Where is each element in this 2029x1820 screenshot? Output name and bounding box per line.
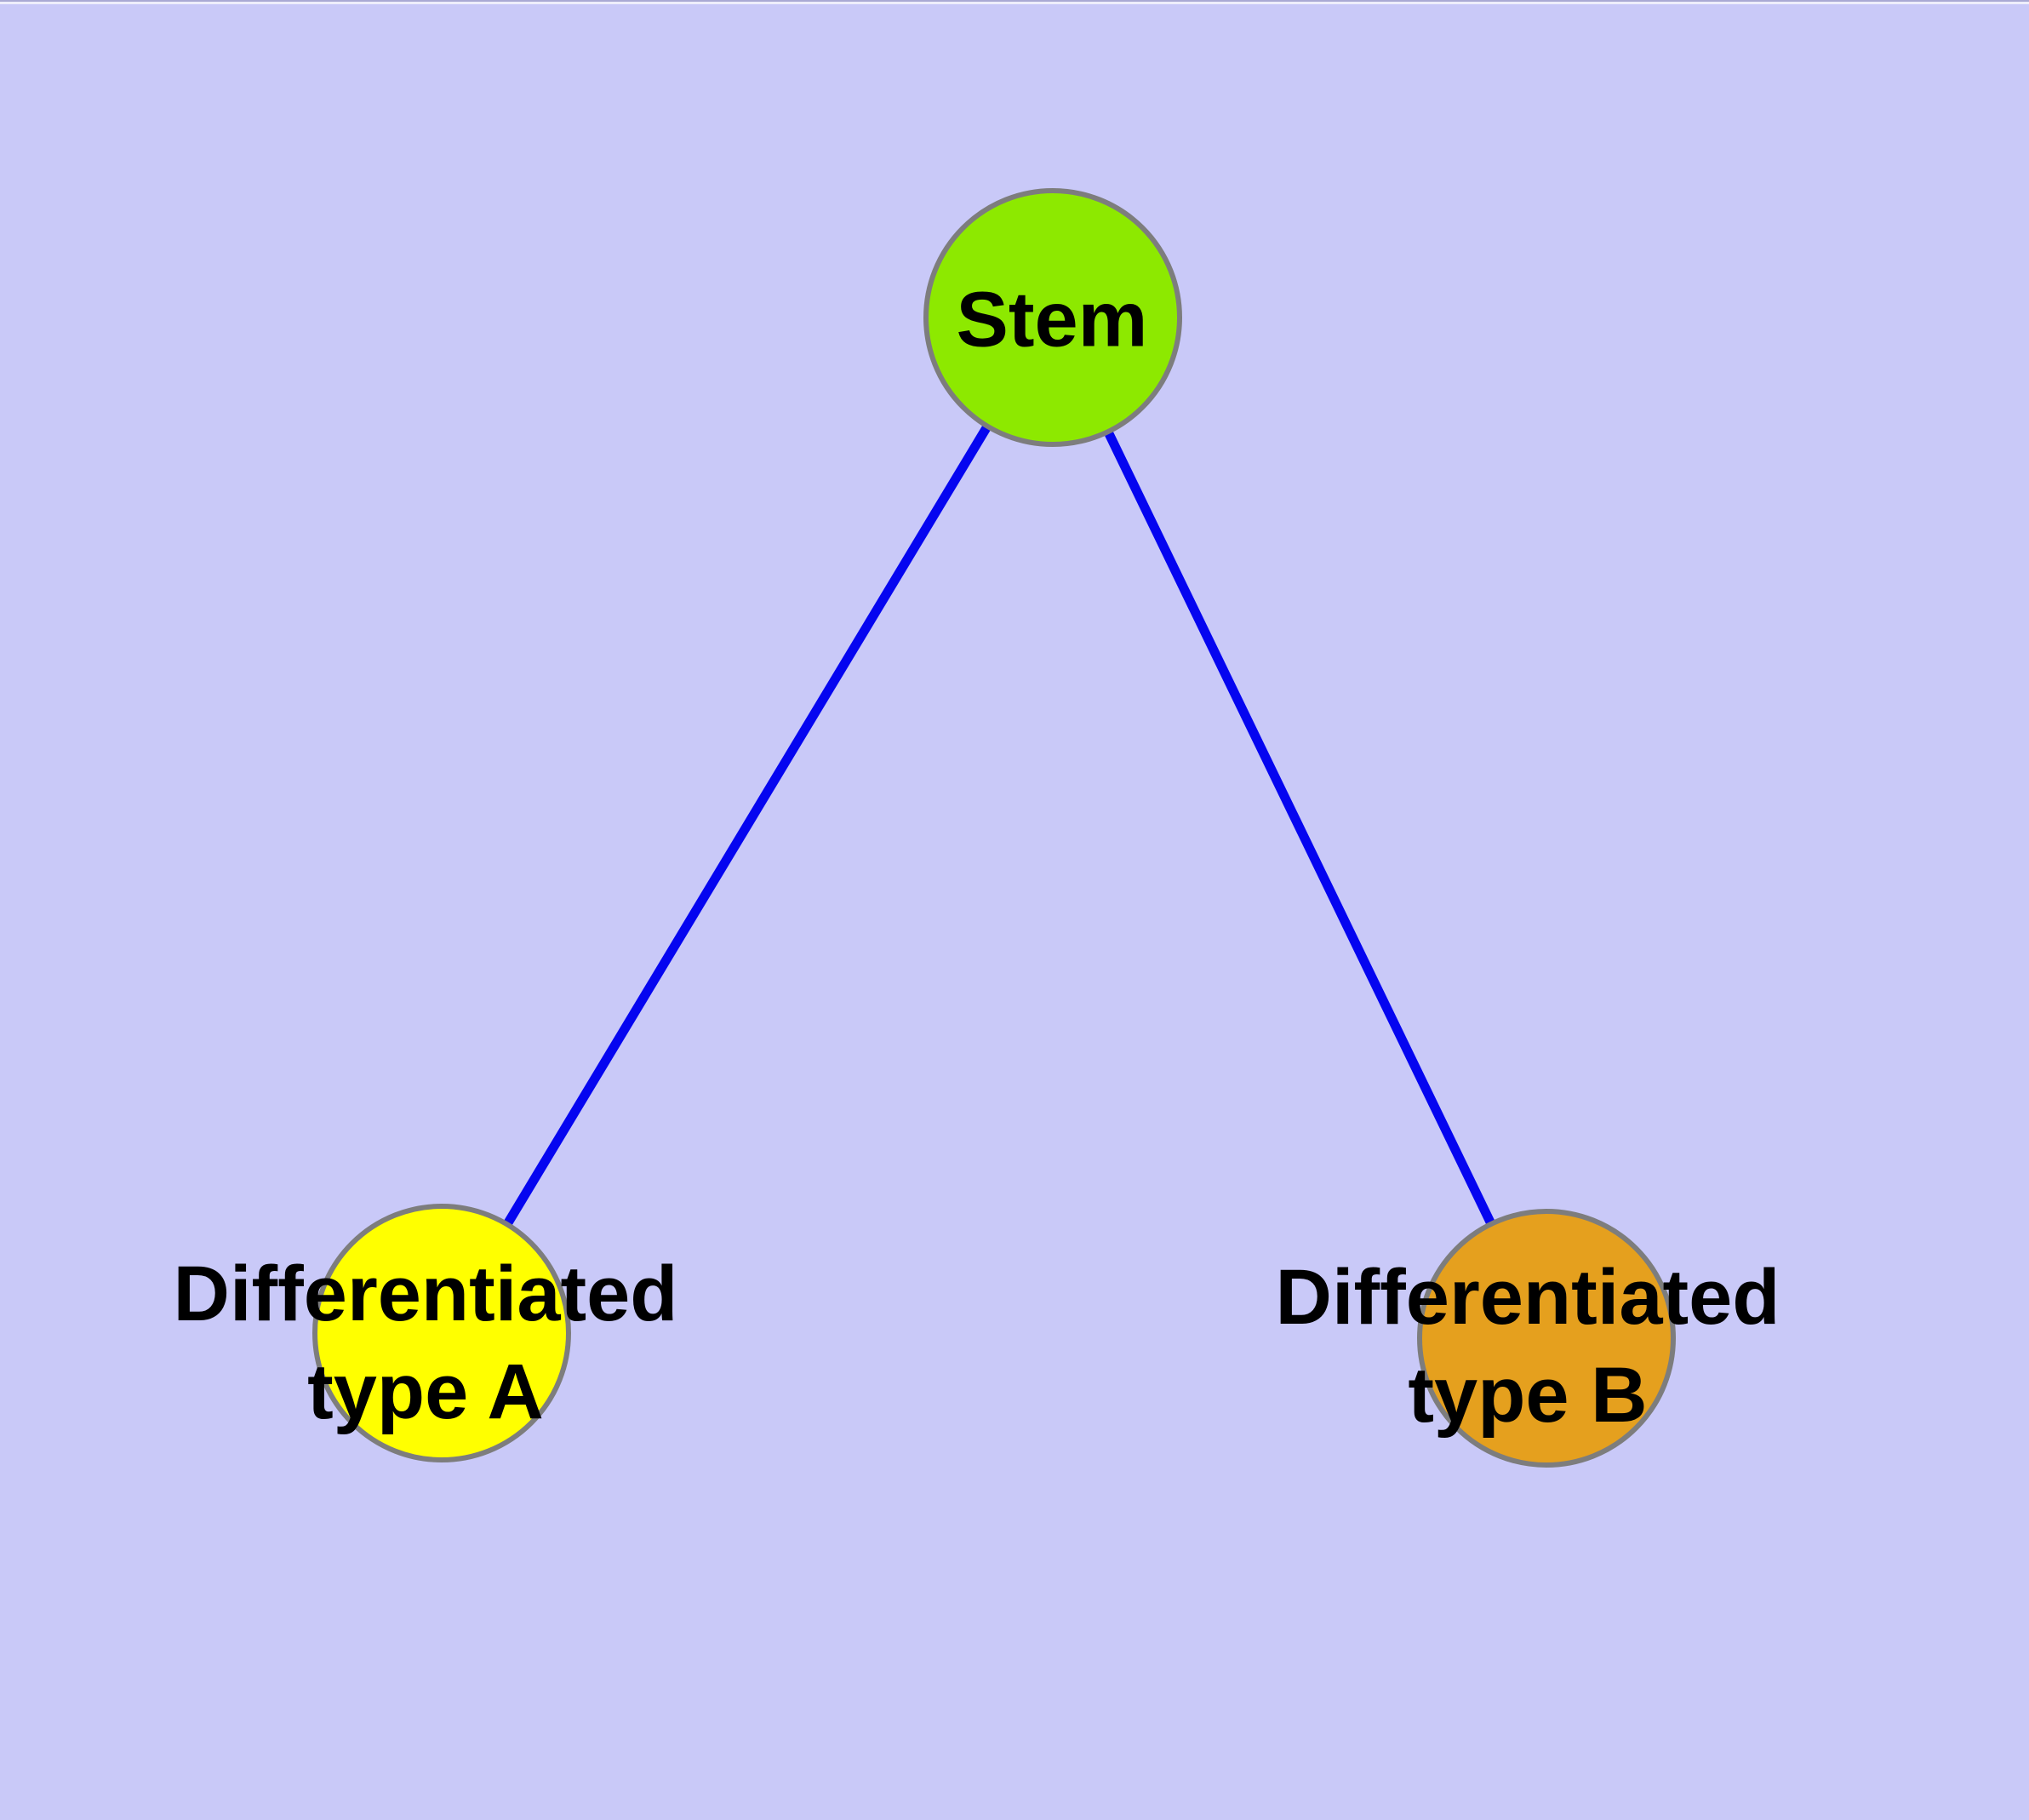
node-circle-differentiated-type-b [1417, 1209, 1676, 1468]
node-label-stem: Stem [956, 276, 1148, 363]
node-label-differentiated-type-b: Differentiated type B [1275, 1254, 1780, 1439]
window-top-border-highlight [0, 2, 2029, 4]
edge-stem-to-differentiated-type-a [437, 315, 1057, 1336]
node-circle-differentiated-type-a [312, 1204, 571, 1462]
window-top-border [0, 0, 2029, 2]
node-circle-stem [923, 188, 1182, 447]
node-label-differentiated-type-a: Differentiated type A [173, 1251, 678, 1435]
edge-stem-to-differentiated-type-b [1049, 315, 1551, 1341]
